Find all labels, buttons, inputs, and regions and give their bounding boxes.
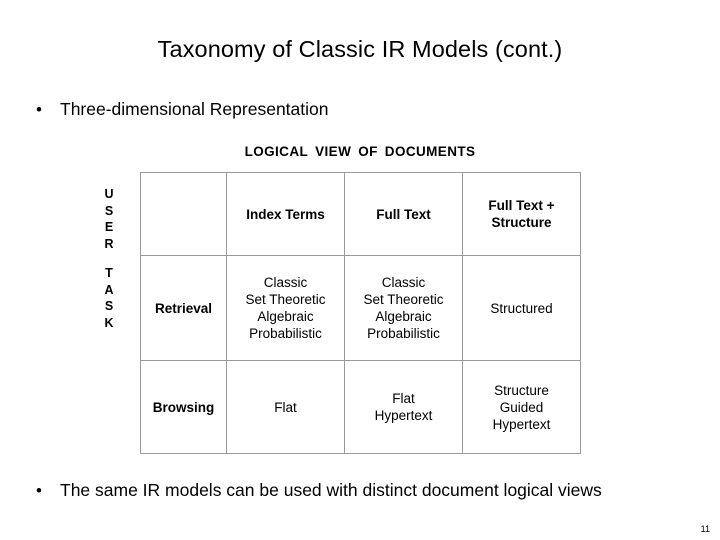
column-axis-label-word-1: VIEW <box>315 144 352 159</box>
cell-lines: Structure Guided Hypertext <box>466 382 577 433</box>
row-axis-label: U S E R T A S K <box>96 186 122 331</box>
taxonomy-diagram: LOGICAL VIEW OF DOCUMENTS U S E R T A S K <box>0 144 720 454</box>
table-row: Browsing Flat Flat Hypertext <box>140 360 581 454</box>
row-axis-letter-r: R <box>104 236 114 251</box>
column-header-index-terms-lines: Index Terms <box>230 206 341 223</box>
page-title: Taxonomy of Classic IR Models (cont.) <box>157 36 563 62</box>
cell-line: Flat <box>392 391 415 406</box>
column-header-full-text: Full Text <box>344 172 463 256</box>
cell-retrieval-full-text-structure: Structured <box>462 255 581 361</box>
taxonomy-matrix-table: Index Terms Full Text Full Text + Struct… <box>140 172 581 454</box>
cell-line: Probabilistic <box>367 326 440 341</box>
column-axis-label-word-0: LOGICAL <box>244 144 309 159</box>
bullet-item-representation: • Three-dimensional Representation <box>36 97 676 122</box>
cell-line: Set Theoretic <box>363 292 444 307</box>
cell-retrieval-index-terms: Classic Set Theoretic Algebraic Probabil… <box>226 255 345 361</box>
cell-line: Guided <box>499 399 544 415</box>
row-axis-letter-e: E <box>104 220 114 234</box>
cell-lines: Flat Hypertext <box>348 390 459 424</box>
cell-line: Probabilistic <box>249 326 322 341</box>
cell-line: Flat <box>274 399 297 415</box>
cell-browsing-index-terms: Flat <box>226 360 345 454</box>
row-axis-letter-s: S <box>104 203 114 218</box>
row-header-retrieval: Retrieval <box>140 255 227 361</box>
header-line: Full Text + <box>488 198 555 213</box>
row-axis-letter-a: A <box>104 282 114 297</box>
cell-lines: Structured <box>466 300 577 317</box>
matrix-corner-cell <box>140 172 227 256</box>
row-axis-letter-s2: S <box>104 299 114 313</box>
column-axis-label-word-3: DOCUMENTS <box>384 144 476 159</box>
page-number: 11 <box>700 524 710 534</box>
cell-line: Classic <box>263 275 308 290</box>
cell-line: Algebraic <box>257 309 314 324</box>
column-header-full-text-lines: Full Text <box>348 206 459 223</box>
bullet-marker-icon: • <box>36 481 42 500</box>
cell-line: Set Theoretic <box>245 292 326 307</box>
cell-lines: Classic Set Theoretic Algebraic Probabil… <box>230 274 341 342</box>
header-line: Full Text <box>376 206 431 222</box>
cell-retrieval-full-text: Classic Set Theoretic Algebraic Probabil… <box>344 255 463 361</box>
cell-line: Hypertext <box>374 408 433 423</box>
cell-browsing-full-text: Flat Hypertext <box>344 360 463 454</box>
header-line: Structure <box>491 215 552 230</box>
bullet-text-representation: Three-dimensional Representation <box>60 99 329 119</box>
cell-browsing-full-text-structure: Structure Guided Hypertext <box>462 360 581 454</box>
cell-lines: Classic Set Theoretic Algebraic Probabil… <box>348 274 459 342</box>
column-header-index-terms: Index Terms <box>226 172 345 256</box>
column-header-full-text-structure: Full Text + Structure <box>462 172 581 256</box>
column-axis-label: LOGICAL VIEW OF DOCUMENTS <box>140 144 580 159</box>
cell-line: Hypertext <box>492 416 551 432</box>
row-axis-spacer <box>96 252 122 265</box>
column-axis-label-word-2: OF <box>358 144 378 159</box>
header-line: Index Terms <box>246 206 325 222</box>
row-axis-letter-t: T <box>105 266 113 280</box>
bullet-item-conclusion: • The same IR models can be used with di… <box>36 478 696 503</box>
cell-line: Classic <box>381 275 426 290</box>
row-axis-letter-u: U <box>104 187 114 201</box>
row-header-browsing: Browsing <box>140 360 227 454</box>
row-axis-letter-k: K <box>104 315 114 330</box>
bullet-text-conclusion: The same IR models can be used with dist… <box>60 480 602 500</box>
cell-line: Structured <box>490 300 553 316</box>
table-row: Retrieval Classic Set Theoretic Algebrai… <box>140 255 581 361</box>
cell-line: Algebraic <box>375 309 432 324</box>
column-header-full-text-structure-lines: Full Text + Structure <box>466 197 577 231</box>
table-header-row: Index Terms Full Text Full Text + Struct… <box>140 172 581 256</box>
cell-lines: Flat <box>230 399 341 416</box>
cell-line: Structure <box>494 382 549 398</box>
bullet-marker-icon: • <box>36 100 42 119</box>
